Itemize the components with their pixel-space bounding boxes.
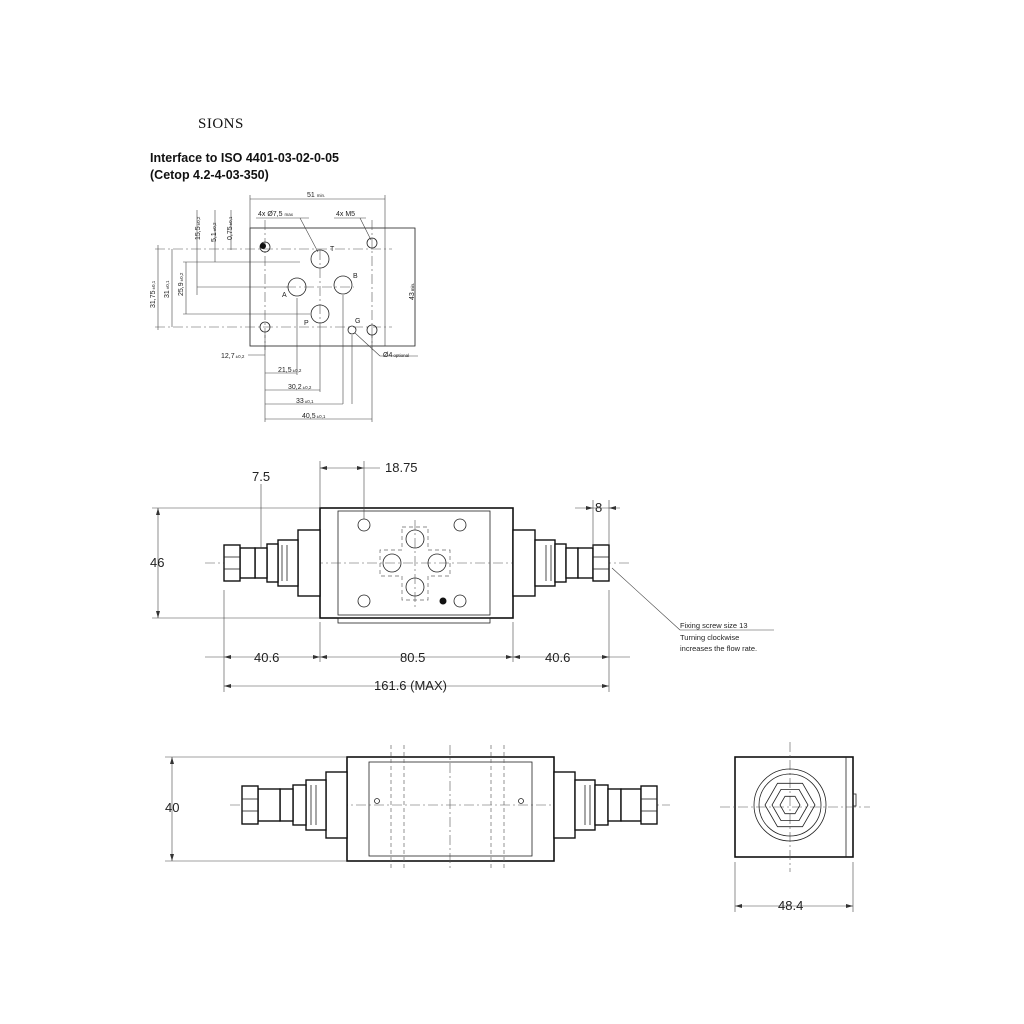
section-heading: SIONS — [198, 116, 244, 132]
dim-40-6-left: 40.6 — [254, 650, 279, 665]
dim-31: 31±0,1 — [164, 280, 171, 298]
valve-end-view: 48.4 — [720, 742, 870, 913]
dim-31-75: 31,75±0,1 — [150, 280, 157, 308]
valve-side-view: 40 — [165, 745, 670, 870]
dim-40-5: 40,5±0,1 — [302, 413, 326, 420]
side-view-body — [346, 756, 555, 862]
hex-nut-icon — [764, 782, 816, 828]
dim-12-7: 12,7±0,2 — [221, 353, 245, 360]
left-adjusting-screw — [223, 544, 241, 582]
dim-46: 46 — [150, 555, 164, 570]
dim-40-6-right: 40.6 — [545, 650, 570, 665]
dim-48-4: 48.4 — [778, 898, 803, 913]
port-g-circle — [347, 325, 357, 335]
port-label-t: T — [330, 246, 335, 253]
port-label-b: B — [353, 273, 358, 280]
dim-80-5: 80.5 — [400, 650, 425, 665]
dim-30-2: 30,2±0,2 — [288, 384, 312, 391]
dim-8: 8 — [595, 500, 602, 515]
note-increases-flow: increases the flow rate. — [680, 644, 757, 653]
port-label-a: A — [282, 292, 287, 299]
note-fixing-screw: Fixing screw size 13 — [680, 621, 748, 630]
port-b-circle — [333, 275, 353, 295]
dim-21-5: 21,5±0,2 — [278, 367, 302, 374]
port-label-p: P — [304, 320, 309, 327]
interface-title-line1: Interface to ISO 4401-03-02-0-05 — [150, 151, 339, 165]
port-label-g: G — [355, 318, 360, 325]
dim-161-6-max: 161.6 (MAX) — [374, 678, 447, 693]
interface-title-line2: (Cetop 4.2-4-03-350) — [150, 168, 269, 182]
dim-5-1: 5,1±0,2 — [211, 222, 218, 242]
note-turning-clockwise: Turning clockwise — [680, 633, 739, 642]
dim-18-75: 18.75 — [385, 460, 418, 475]
callout-threads-m5: 4x M5 — [336, 211, 355, 218]
side-right-screw — [640, 785, 658, 825]
end-view-bore — [753, 768, 827, 842]
dim-43-min: 43min. — [409, 283, 416, 300]
right-adjusting-screw — [592, 544, 610, 582]
dim-15-5: 15,5±0,2 — [195, 216, 202, 240]
valve-plan-view: 18.75 7.5 8 46 40.6 80.5 40.6 161.6 (MAX… — [150, 460, 774, 693]
mounting-hole-tr — [366, 237, 378, 249]
mounting-hole-bl — [259, 321, 271, 333]
dim-7-5: 7.5 — [252, 469, 270, 484]
dim-33: 33±0,1 — [296, 398, 314, 405]
mounting-hole-tl — [259, 241, 271, 253]
side-left-screw — [241, 785, 259, 825]
dim-0-75: 0,75±0,1 — [227, 216, 234, 240]
dimension-arrows — [156, 466, 853, 908]
dim-25-9: 25,9±0,2 — [178, 272, 185, 296]
dim-40: 40 — [165, 800, 179, 815]
locating-pin-icon — [260, 243, 266, 249]
dim-opt-hole: Ø4optional — [383, 352, 409, 359]
